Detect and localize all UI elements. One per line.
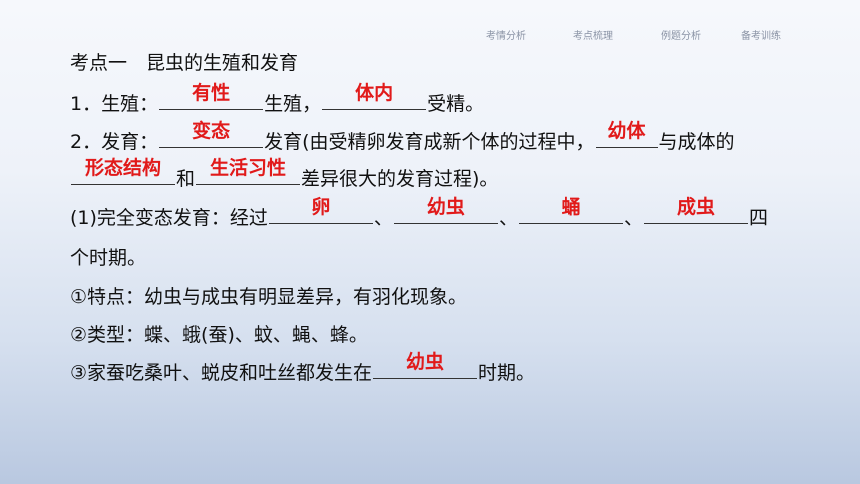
line-text: 2．发育： (70, 131, 159, 153)
line-text: 四 (748, 207, 768, 229)
tab-exam-analysis[interactable]: 考情分析 (486, 31, 526, 42)
line-text: ②类型：蝶、蛾(蚕)、蚊、蝇、蜂。 (70, 324, 368, 346)
answer-text: 形态结构 (84, 157, 161, 179)
answer-text: 体内 (355, 82, 394, 104)
tab-exam-practice[interactable]: 备考训练 (741, 31, 781, 42)
answer-text: 变态 (192, 120, 231, 142)
line-text: ①特点：幼虫与成虫有明显差异，有羽化现象。 (70, 286, 468, 308)
answer-text: 幼虫 (426, 196, 465, 218)
type-line: ②类型：蝶、蛾(蚕)、蚊、蝇、蜂。 (70, 320, 368, 347)
heading-text: 考点一 昆虫的生殖和发育 (70, 52, 299, 74)
tab-knowledge-review[interactable]: 考点梳理 (573, 31, 613, 42)
answer-text: 有性 (192, 82, 231, 104)
answer-text: 成虫 (676, 196, 715, 218)
top-navigation: 考情分析 考点梳理 例题分析 备考训练 (0, 27, 860, 42)
answer-blank: 有性 (159, 82, 264, 110)
line-text: 受精。 (427, 93, 485, 115)
question-line-stages: 个时期。 (70, 243, 146, 270)
line-text: 差异很大的发育过程)。 (301, 168, 499, 190)
answer-blank: 卵 (268, 196, 373, 224)
feature-line: ①特点：幼虫与成虫有明显差异，有羽化现象。 (70, 282, 467, 309)
answer-blank: 生活习性 (196, 157, 301, 185)
line-text: 时期。 (478, 362, 536, 384)
line-text: 个时期。 (70, 247, 147, 269)
line-text: 和 (176, 168, 196, 190)
line-text: ③家蚕吃桑叶、蜕皮和吐丝都发生在 (70, 362, 373, 384)
answer-blank: 幼虫 (393, 196, 498, 224)
answer-blank: 幼体 (595, 120, 658, 148)
question-line-development-cont: 形态结构和生活习性差异很大的发育过程)。 (70, 157, 499, 191)
line-text: 1．生殖： (70, 93, 159, 115)
section-heading: 考点一 昆虫的生殖和发育 (70, 48, 298, 75)
separator: 、 (498, 207, 518, 229)
line-text: 与成体的 (658, 131, 735, 153)
question-line-development: 2．发育： 变态发育(由受精卵发育成新个体的过程中， 幼体与成体的 (70, 120, 735, 154)
answer-text: 生活习性 (210, 157, 287, 179)
line-text: 生殖， (264, 93, 322, 115)
answer-blank: 体内 (322, 82, 427, 110)
separator: 、 (623, 207, 643, 229)
line-text: (1)完全变态发育：经过 (70, 207, 268, 229)
answer-blank: 形态结构 (71, 157, 175, 185)
tab-example-analysis[interactable]: 例题分析 (661, 31, 701, 42)
answer-blank: 幼虫 (373, 351, 478, 379)
answer-blank: 变态 (159, 120, 264, 148)
line-text: 发育(由受精卵发育成新个体的过程中， (264, 131, 595, 153)
answer-text: 蛹 (561, 196, 581, 218)
answer-text: 幼虫 (406, 351, 445, 373)
answer-text: 幼体 (607, 120, 646, 142)
answer-text: 卵 (311, 196, 331, 218)
question-line-reproduction: 1．生殖： 有性生殖， 体内受精。 (70, 82, 485, 116)
separator: 、 (373, 207, 393, 229)
silkworm-line: ③家蚕吃桑叶、蜕皮和吐丝都发生在 幼虫时期。 (70, 351, 536, 385)
question-line-complete-metamorphosis: (1)完全变态发育：经过 卵、 幼虫、 蛹、 成虫四 (70, 196, 768, 230)
answer-blank: 蛹 (518, 196, 623, 224)
answer-blank: 成虫 (643, 196, 748, 224)
